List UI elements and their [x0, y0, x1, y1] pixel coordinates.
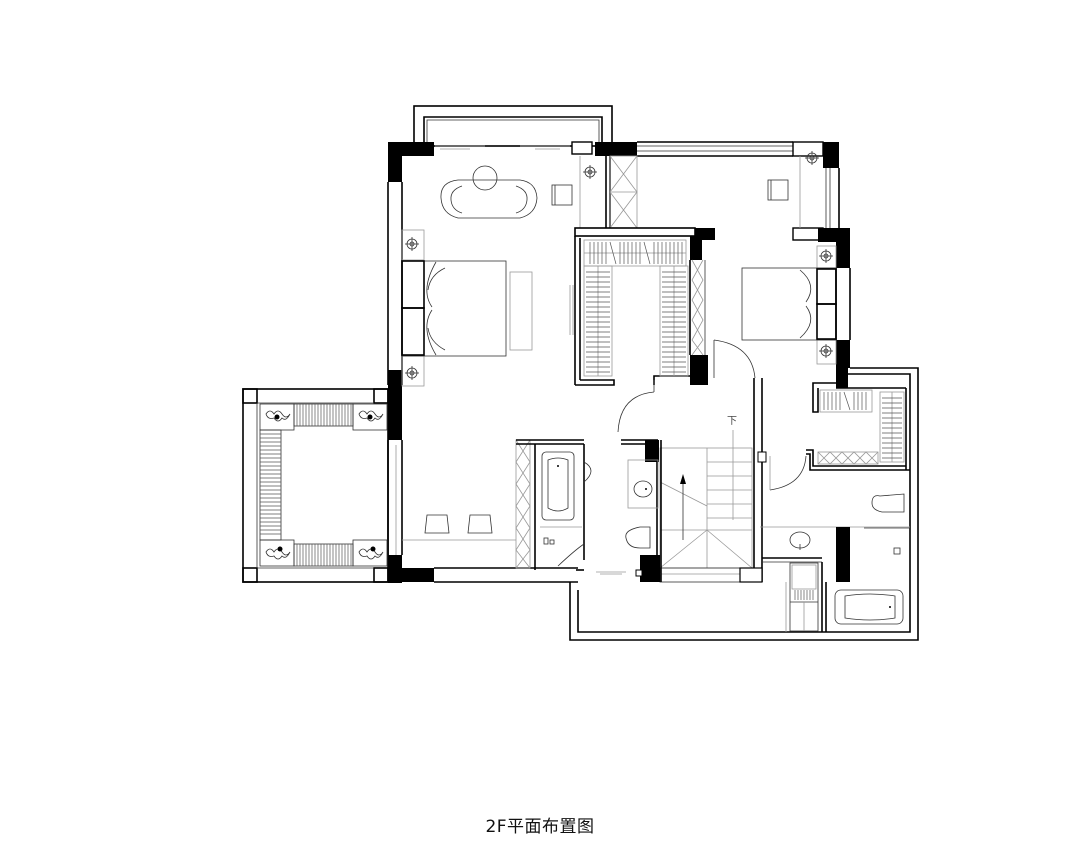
lounge-sofa: [440, 165, 538, 219]
staircase: 下: [659, 378, 767, 583]
bathtub: [834, 589, 904, 625]
toilet: [871, 493, 905, 513]
armchair: [767, 179, 789, 201]
armchair: [551, 184, 573, 206]
walk-in-closet: [574, 227, 715, 386]
master-double-bed: [401, 260, 507, 357]
drawing-title: 2F平面布置图: [485, 817, 595, 837]
laundry: [785, 562, 819, 632]
master-balcony: [413, 105, 613, 150]
bed-bench: [509, 271, 533, 351]
toilet: [625, 526, 651, 549]
second-bedroom: [713, 151, 837, 379]
master-bedroom: [395, 165, 584, 569]
bedside-table-top: [401, 229, 425, 261]
planter: [259, 403, 295, 431]
master-bathroom: [534, 444, 592, 571]
planter: [259, 539, 295, 567]
hallway-doors: [617, 380, 655, 433]
storage-cabinet: [579, 155, 638, 229]
planter: [352, 539, 388, 567]
stair-direction-label: 下: [727, 416, 737, 427]
wood-deck: [259, 403, 354, 567]
terrace: [242, 388, 389, 583]
second-double-bed: [741, 267, 837, 341]
planter: [352, 403, 388, 431]
chair: [467, 514, 493, 534]
wash-basin: [633, 480, 653, 498]
chair: [424, 514, 450, 534]
powder-room: [596, 439, 662, 582]
bathtub: [541, 451, 575, 521]
second-walk-in-closet: [806, 382, 910, 471]
second-bathroom: [760, 455, 910, 632]
